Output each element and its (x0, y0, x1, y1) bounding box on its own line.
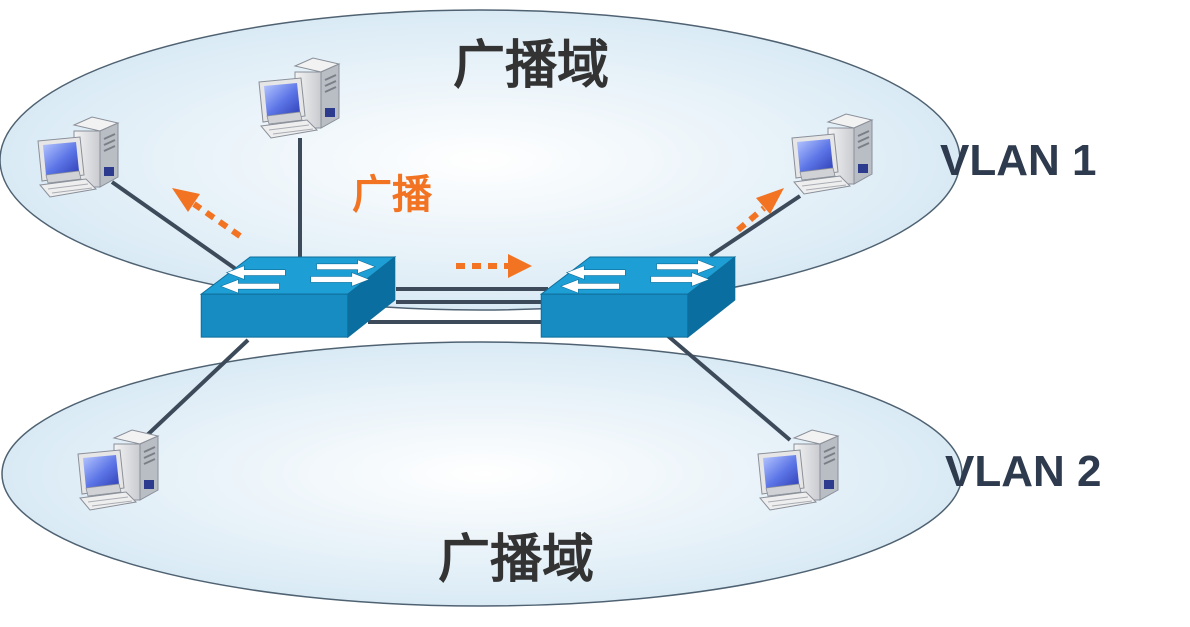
vlan2-broadcast-domain-ellipse (1, 341, 963, 607)
arrowhead-right (756, 188, 784, 214)
broadcast-arrows (192, 201, 766, 269)
vlan2-label: VLAN 2 (945, 447, 1102, 496)
link-right-switch-pc3 (708, 194, 802, 258)
arrowhead-middle (508, 254, 532, 278)
top-broadcast-domain-label: 广播域 (453, 36, 610, 96)
arrowhead-left (172, 188, 200, 212)
link-left-switch-pc5 (140, 338, 250, 442)
vlan1-label: VLAN 1 (940, 136, 1097, 185)
bottom-broadcast-domain-label: 广播域 (438, 530, 595, 590)
broadcast-arrow-to-right-pc (736, 205, 766, 233)
link-left-switch-pc1 (110, 180, 242, 274)
network-links (110, 138, 802, 442)
broadcast-arrowheads (172, 188, 784, 278)
link-right-switch-pc6 (666, 334, 792, 442)
broadcast-label: 广播 (352, 172, 432, 218)
